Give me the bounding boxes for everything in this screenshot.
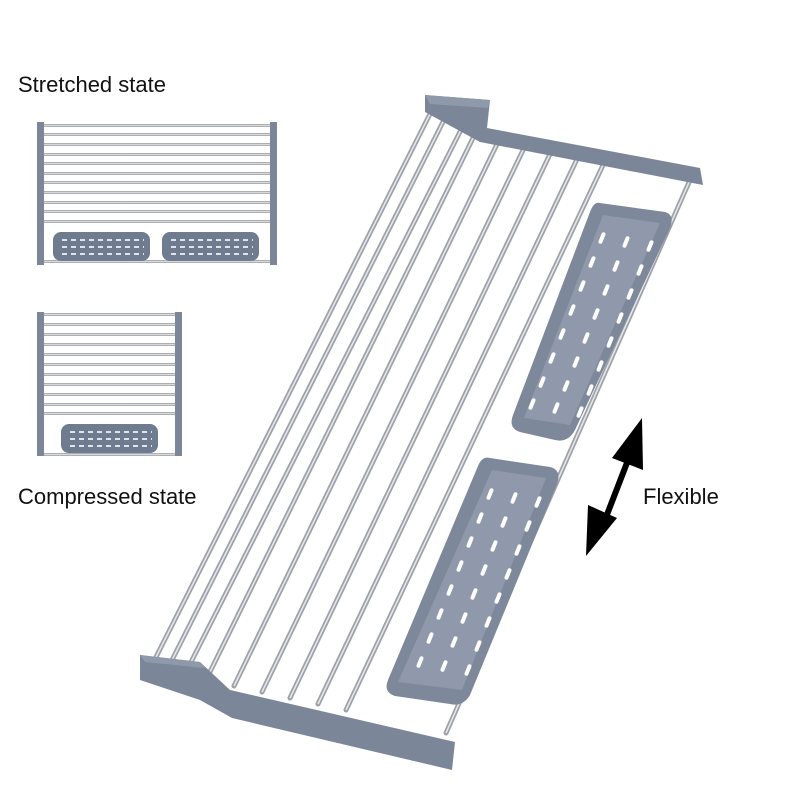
stretched-state-label: Stretched state (18, 72, 166, 97)
stretched-rack-thumbnail (37, 122, 277, 265)
lower-tray (386, 457, 559, 705)
compressed-state-label: Compressed state (18, 484, 197, 509)
compressed-rack-thumbnail (37, 312, 182, 456)
double-arrow-icon (586, 418, 643, 556)
upper-tray (511, 202, 672, 441)
flexible-label: Flexible (643, 484, 719, 509)
main-rack (140, 95, 703, 770)
